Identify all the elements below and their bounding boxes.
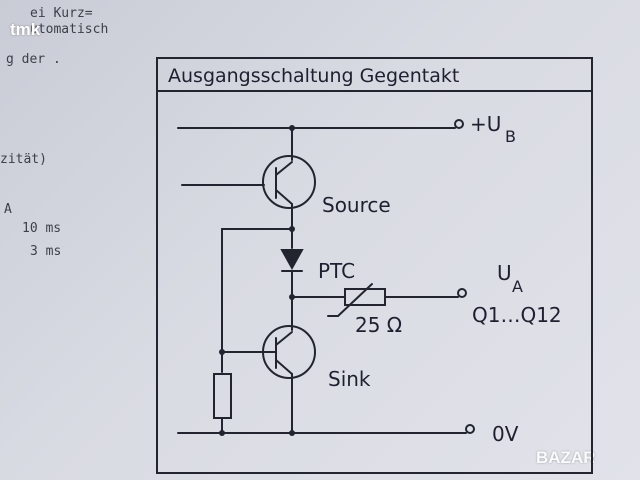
junction-supply xyxy=(289,125,295,131)
side-text-line-5: A xyxy=(4,202,12,217)
supply-subscript: B xyxy=(505,127,516,146)
ground-label: 0V xyxy=(492,422,519,446)
source-emitter-lead xyxy=(275,189,293,205)
side-text-line-3: g der . xyxy=(6,52,61,67)
output-subscript: A xyxy=(512,277,523,296)
side-text-line-2: utomatisch xyxy=(30,22,109,37)
source-label: Source xyxy=(322,193,391,217)
output-terminal xyxy=(457,288,467,298)
ptc-thermal-slash xyxy=(337,283,373,317)
diagram-frame xyxy=(156,57,593,474)
watermark-bazar: BAZAR xyxy=(536,448,596,467)
sink-label: Sink xyxy=(328,367,371,391)
sink-emitter-lead xyxy=(275,359,293,375)
junction-output-node xyxy=(289,294,295,300)
junction-sink-base xyxy=(219,349,225,355)
source-collector-lead xyxy=(275,161,293,176)
junction-ground-left xyxy=(219,430,225,436)
side-text-line-4: zität) xyxy=(0,152,47,167)
base-resistor xyxy=(213,373,232,419)
ground-terminal xyxy=(465,424,475,434)
supply-terminal xyxy=(454,119,464,129)
side-text-line-7: 3 ms xyxy=(30,244,62,259)
supply-label: +U xyxy=(470,112,501,136)
sink-collector-lead xyxy=(275,331,293,346)
source-transistor xyxy=(262,155,316,209)
resistance-label: 25 Ω xyxy=(355,313,402,337)
side-text-line-6: 10 ms xyxy=(22,221,62,236)
output-label: U xyxy=(497,261,512,285)
junction-ground-right xyxy=(289,430,295,436)
diode-symbol xyxy=(280,249,304,271)
diagram-title: Ausgangsschaltung Gegentakt xyxy=(168,65,459,87)
junction-source-emitter xyxy=(289,226,295,232)
output-range-label: Q1…Q12 xyxy=(472,303,562,327)
watermark-logo: tmk xyxy=(10,20,41,39)
ptc-label: PTC xyxy=(318,259,355,283)
side-text-line-1: ei Kurz= xyxy=(30,6,93,21)
